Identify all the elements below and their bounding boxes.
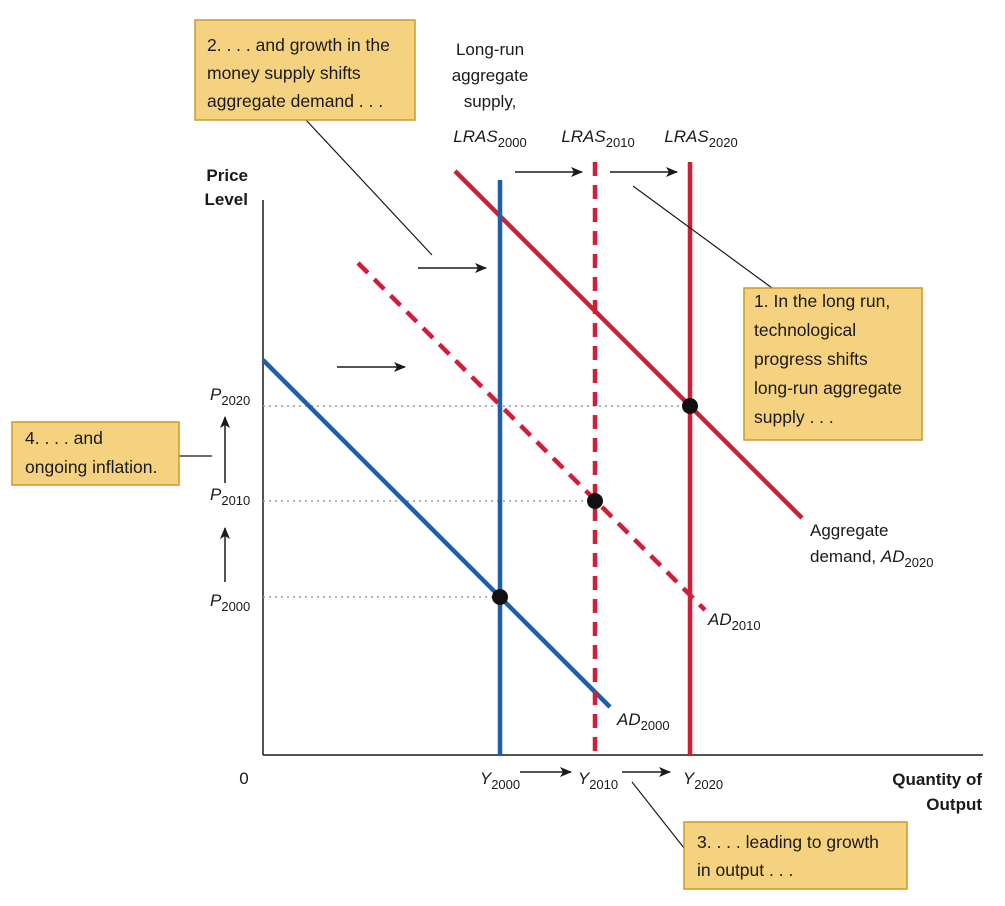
lras-2000-label: LRAS2000 bbox=[453, 127, 526, 150]
lras-2010-main: LRAS bbox=[561, 127, 606, 146]
lras-2020-label: LRAS2020 bbox=[664, 127, 737, 150]
callout-1-line-3: progress shifts bbox=[754, 349, 868, 369]
callout-4-line-2: ongoing inflation. bbox=[25, 457, 157, 477]
lras-2020-main: LRAS bbox=[664, 127, 709, 146]
ad-2000-label: AD2000 bbox=[616, 710, 670, 733]
output-tick-2020: Y2020 bbox=[683, 769, 723, 792]
y-axis-label-line-2: Level bbox=[205, 190, 248, 209]
ad-2000-sub: 2000 bbox=[641, 718, 670, 733]
y-axis-label-line-1: Price bbox=[206, 166, 248, 185]
callout-1-line-1: 1. In the long run, bbox=[754, 291, 890, 311]
ad-2000-main: AD bbox=[616, 710, 641, 729]
callout-2-line-1: 2. . . . and growth in the bbox=[207, 35, 390, 55]
ad-2020-main: AD bbox=[880, 547, 905, 566]
lras-2010-label: LRAS2010 bbox=[561, 127, 634, 150]
lras-heading-line-2: aggregate bbox=[452, 66, 529, 85]
price-tick-2020-sub: 2020 bbox=[221, 393, 250, 408]
output-tick-2010-main: Y bbox=[578, 769, 591, 788]
ad-2020-curve bbox=[453, 169, 804, 520]
price-tick-2020: P2020 bbox=[210, 385, 250, 408]
callout-1-line-2: technological bbox=[754, 320, 856, 340]
price-tick-2010-main: P bbox=[210, 485, 222, 504]
lras-2000-main: LRAS bbox=[453, 127, 498, 146]
callout-box-3 bbox=[683, 821, 908, 890]
lras-heading-line-1: Long-run bbox=[456, 40, 524, 59]
price-tick-2010: P2010 bbox=[210, 485, 250, 508]
output-tick-2010-sub: 2010 bbox=[589, 777, 618, 792]
equilibrium-2020 bbox=[682, 398, 698, 414]
ad-2000-curve bbox=[261, 358, 612, 709]
price-tick-2000-sub: 2000 bbox=[221, 599, 250, 614]
origin-label: 0 bbox=[239, 769, 248, 788]
output-tick-2000-main: Y bbox=[480, 769, 493, 788]
callout-4-line-1: 4. . . . and bbox=[25, 428, 103, 448]
equilibrium-2010 bbox=[587, 493, 603, 509]
price-tick-2000-main: P bbox=[210, 591, 222, 610]
x-axis-label-line-2: Output bbox=[926, 795, 982, 814]
output-tick-2000: Y2000 bbox=[480, 769, 520, 792]
lras-2020-sub: 2020 bbox=[709, 135, 738, 150]
leader-box2 bbox=[305, 119, 433, 256]
ad-2010-curve bbox=[356, 261, 707, 612]
price-tick-2000: P2000 bbox=[210, 591, 250, 614]
output-tick-2010: Y2010 bbox=[578, 769, 618, 792]
lras-2010-sub: 2010 bbox=[606, 135, 635, 150]
leader-box3 bbox=[631, 781, 685, 849]
ad-2020-label-line-2: demand, AD2020 bbox=[810, 547, 933, 570]
price-tick-2010-sub: 2010 bbox=[221, 493, 250, 508]
callout-box-4 bbox=[11, 421, 180, 486]
output-tick-2020-main: Y bbox=[683, 769, 696, 788]
lras-heading-line-3: supply, bbox=[464, 92, 517, 111]
equilibrium-2000 bbox=[492, 589, 508, 605]
ad-2010-main: AD bbox=[707, 610, 732, 629]
callout-1-line-4: long-run aggregate bbox=[754, 378, 902, 398]
callout-box-1 bbox=[743, 287, 923, 441]
ad-2010-label: AD2010 bbox=[707, 610, 761, 633]
ad-2020-label-line-1: Aggregate bbox=[810, 521, 888, 540]
callout-2-line-3: aggregate demand . . . bbox=[207, 91, 383, 111]
ad-2020-sub: 2020 bbox=[905, 555, 934, 570]
callout-3-line-2: in output . . . bbox=[697, 860, 793, 880]
callout-3-line-1: 3. . . . leading to growth bbox=[697, 832, 879, 852]
ad-2010-sub: 2010 bbox=[732, 618, 761, 633]
output-tick-2020-sub: 2020 bbox=[694, 777, 723, 792]
lras-2000-sub: 2000 bbox=[498, 135, 527, 150]
price-tick-2020-main: P bbox=[210, 385, 222, 404]
ad-2020-prefix: demand, bbox=[810, 547, 881, 566]
output-tick-2000-sub: 2000 bbox=[491, 777, 520, 792]
callout-1-line-5: supply . . . bbox=[754, 407, 834, 427]
callout-2-line-2: money supply shifts bbox=[207, 63, 361, 83]
x-axis-label-line-1: Quantity of bbox=[892, 770, 982, 789]
leader-box1 bbox=[632, 185, 773, 289]
callout-box-2 bbox=[194, 19, 416, 121]
